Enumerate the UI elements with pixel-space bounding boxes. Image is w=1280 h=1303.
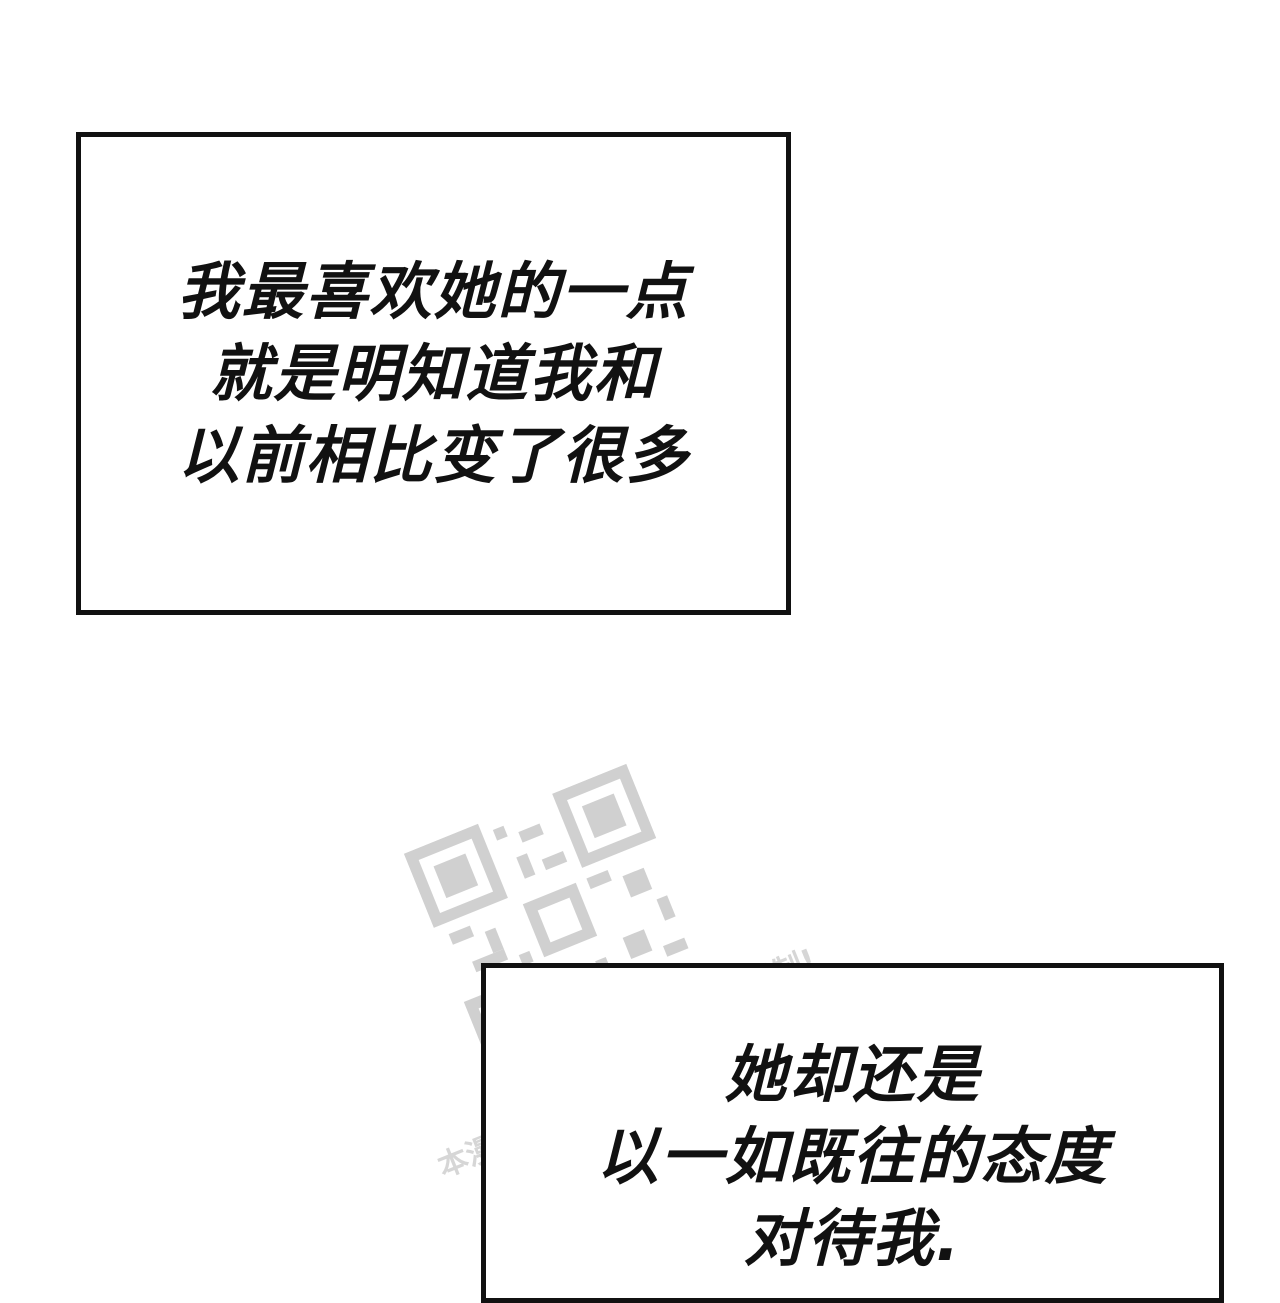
caption-line: 就是明知道我和 <box>209 336 658 410</box>
caption-line: 以一如既往的态度 <box>596 1120 1109 1193</box>
caption-text-bottom: 她却还是 以一如既往的态度 对待我. <box>596 1034 1108 1280</box>
caption-text-top: 我最喜欢她的一点 就是明知道我和 以前相比变了很多 <box>177 251 689 497</box>
caption-box-bottom: 她却还是 以一如既往的态度 对待我. <box>481 963 1224 1303</box>
caption-line: 她却还是 <box>724 1038 981 1111</box>
caption-line: 对待我. <box>743 1202 962 1275</box>
caption-line: 以前相比变了很多 <box>177 418 690 492</box>
caption-line: 我最喜欢她的一点 <box>177 254 690 328</box>
caption-box-top: 我最喜欢她的一点 就是明知道我和 以前相比变了很多 <box>76 132 791 615</box>
